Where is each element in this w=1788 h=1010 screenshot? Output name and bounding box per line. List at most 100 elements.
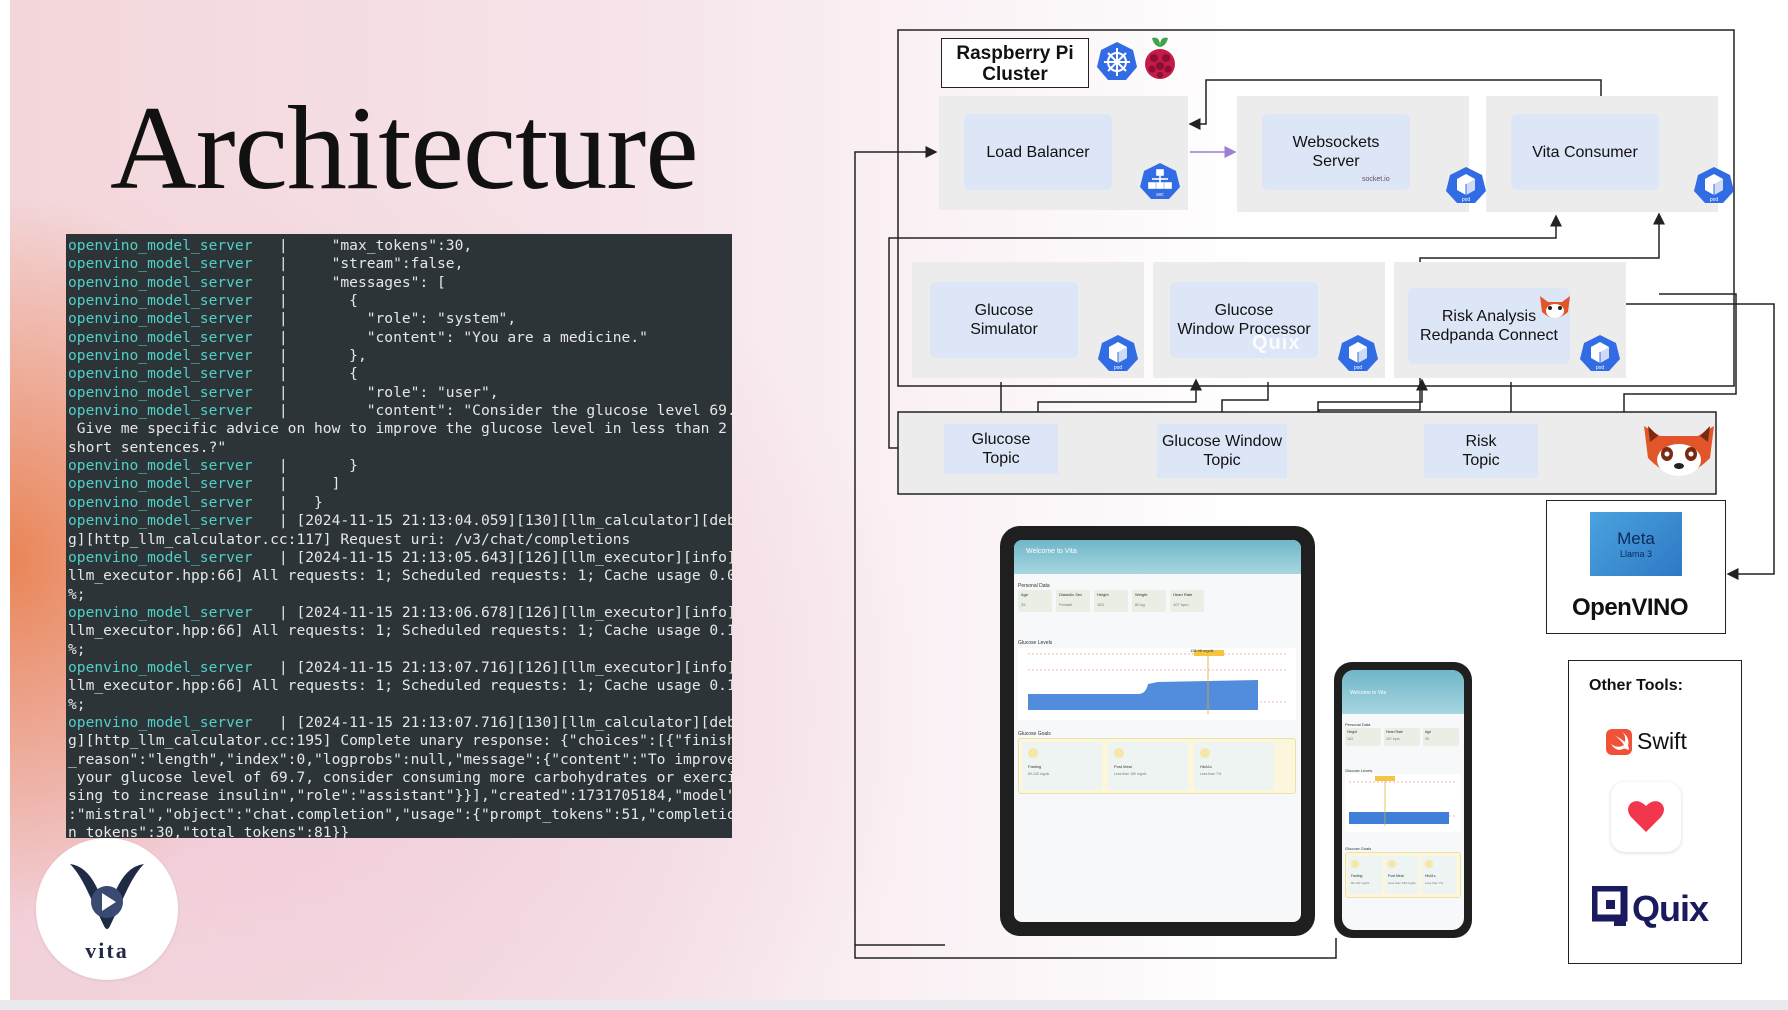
pod-icon-label: pod <box>1462 197 1471 203</box>
terminal-line-prefix: openvino_model_server <box>68 292 253 310</box>
goal-icon <box>1114 748 1124 758</box>
terminal-line: %; <box>68 641 732 659</box>
terminal-line: openvino_model_server | [2024-11-15 21:1… <box>68 512 732 530</box>
terminal-line-text: | "content": "You are a medicine." <box>252 328 648 346</box>
terminal-line-text: | "role": "user", <box>252 383 499 401</box>
goal-icon <box>1351 860 1359 868</box>
tablet-reading: 118.98 mg/dL <box>1190 648 1215 653</box>
redpanda-small-icon <box>1540 296 1570 318</box>
phone-goal-name: Fasting <box>1351 874 1363 878</box>
terminal-line-text: | [2024-11-15 21:13:07.716][130][llm_cal… <box>252 713 732 731</box>
terminal-line-text: | "content": "Consider the glucose level… <box>252 402 732 420</box>
phone-field-value: 107 bpm <box>1386 737 1400 741</box>
terminal-line: openvino_model_server | "max_tokens":30, <box>68 237 732 255</box>
terminal-line-text: | [2024-11-15 21:13:04.059][130][llm_cal… <box>252 512 732 530</box>
terminal-line-prefix: openvino_model_server <box>68 548 253 566</box>
tablet-goal-detail: 80-130 mg/dL <box>1028 772 1050 776</box>
terminal-line: openvino_model_server | } <box>68 457 732 475</box>
terminal-line: openvino_model_server | "content": "You … <box>68 329 732 347</box>
terminal-line-text: | ] <box>252 475 341 493</box>
terminal-line: openvino_model_server | "stream":false, <box>68 255 732 273</box>
terminal-line: n_tokens":30,"total_tokens":81}} <box>68 824 732 838</box>
swift-label: Swift <box>1637 728 1687 754</box>
goal-icon <box>1200 748 1210 758</box>
terminal-line-prefix: openvino_model_server <box>68 255 253 273</box>
tablet-field-label: Height <box>1097 592 1109 597</box>
terminal-line: openvino_model_server | }, <box>68 347 732 365</box>
pod-icon: pod <box>1694 167 1734 203</box>
terminal-line: openvino_model_server | [2024-11-15 21:1… <box>68 604 732 622</box>
quix-logo-icon <box>1592 886 1628 926</box>
terminal-line-text: short sentences.?" <box>68 438 227 456</box>
socketio-badge: socket.io <box>1362 176 1390 183</box>
glucose-topic: Glucose Topic <box>944 424 1058 474</box>
terminal-line-text: | }, <box>252 347 367 365</box>
terminal-line-prefix: openvino_model_server <box>68 603 253 621</box>
tablet-field-value: 25 <box>1021 602 1026 607</box>
terminal-log: openvino_model_server | "max_tokens":30,… <box>66 234 732 838</box>
phone-glucose-chart <box>1345 774 1461 832</box>
goal-icon <box>1388 860 1396 868</box>
pod-icon: pod <box>1338 335 1378 371</box>
terminal-line-text: %; <box>68 585 86 603</box>
terminal-line: %; <box>68 586 732 604</box>
terminal-line: g][http_llm_calculator.cc:117] Request u… <box>68 531 732 549</box>
raspberry-pi-icon <box>1145 37 1175 79</box>
pod-icon: pod <box>1446 167 1486 203</box>
phone-glucose-levels: Glucose Levels <box>1345 768 1373 773</box>
heart-icon <box>1628 801 1664 832</box>
terminal-line: llm_executor.hpp:66] All requests: 1; Sc… <box>68 567 732 585</box>
terminal-line: short sentences.?" <box>68 439 732 457</box>
terminal-line-text: | "stream":false, <box>252 255 464 273</box>
health-app-icon <box>1611 782 1681 852</box>
tablet-field-value: 163 <box>1097 602 1104 607</box>
terminal-line-prefix: openvino_model_server <box>68 713 253 731</box>
phone-glucose-goals: Glucose Goals <box>1345 846 1372 851</box>
llama-label: Llama 3 <box>1619 549 1653 559</box>
tablet-field-card: Age 25 <box>1018 590 1052 612</box>
terminal-line-text: | "role": "system", <box>252 310 517 328</box>
terminal-line-text: %; <box>68 695 86 713</box>
terminal-line-prefix: openvino_model_server <box>68 310 253 328</box>
terminal-line: _reason":"length","index":0,"logprobs":n… <box>68 751 732 769</box>
terminal-line-text: llm_executor.hpp:66] All requests: 1; Sc… <box>68 677 732 695</box>
tablet-glucose-levels: Glucose Levels <box>1018 640 1053 646</box>
terminal-line: g][http_llm_calculator.cc:195] Complete … <box>68 732 732 750</box>
phone-goal-detail: 80-130 mg/dL <box>1351 881 1370 885</box>
tablet-goal-name: Post Meal <box>1114 764 1132 769</box>
terminal-line-text: :"mistral","object":"chat.completion","u… <box>68 805 732 823</box>
terminal-line-prefix: openvino_model_server <box>68 328 253 346</box>
pod-icon-label: pod <box>1710 197 1719 203</box>
tablet-goal-detail: Less than 180 mg/dL <box>1114 772 1147 776</box>
terminal-line: openvino_model_server | [2024-11-15 21:1… <box>68 714 732 732</box>
terminal-line-prefix: openvino_model_server <box>68 237 253 254</box>
tablet-goal-detail: Less than 7% <box>1200 772 1222 776</box>
tablet-field-label: Age <box>1021 592 1029 597</box>
terminal-line: openvino_model_server | [2024-11-15 21:1… <box>68 659 732 677</box>
terminal-line-prefix: openvino_model_server <box>68 493 253 511</box>
meta-llama-badge: Meta Llama 3 <box>1590 512 1682 576</box>
terminal-line-prefix: openvino_model_server <box>68 383 253 401</box>
vita-v-icon <box>70 864 144 929</box>
phone-goal-detail: Less than 180 mg/dL <box>1388 881 1417 885</box>
tablet-welcome: Welcome to Vita <box>1026 548 1077 555</box>
phone-header: Welcome to Vita <box>1342 670 1464 714</box>
terminal-line: %; <box>68 696 732 714</box>
terminal-line-text: | "messages": [ <box>252 273 446 291</box>
cluster-label: Raspberry Pi Cluster <box>941 38 1089 88</box>
pod-icon-label: pod <box>1354 365 1363 371</box>
terminal-line-text: | } <box>252 493 323 511</box>
terminal-line-text: sing to increase insulin","role":"assist… <box>68 787 732 805</box>
tablet-field-card: Height 163 <box>1094 590 1128 612</box>
phone-goal-name: Post Meal <box>1388 874 1404 878</box>
terminal-line: llm_executor.hpp:66] All requests: 1; Sc… <box>68 677 732 695</box>
terminal-line-text: | [2024-11-15 21:13:06.678][126][llm_exe… <box>252 603 732 621</box>
terminal-line: your glucose level of 69.7, consider con… <box>68 769 732 787</box>
terminal-line-text: | { <box>252 292 358 310</box>
other-tools-title: Other Tools: <box>1589 677 1683 694</box>
